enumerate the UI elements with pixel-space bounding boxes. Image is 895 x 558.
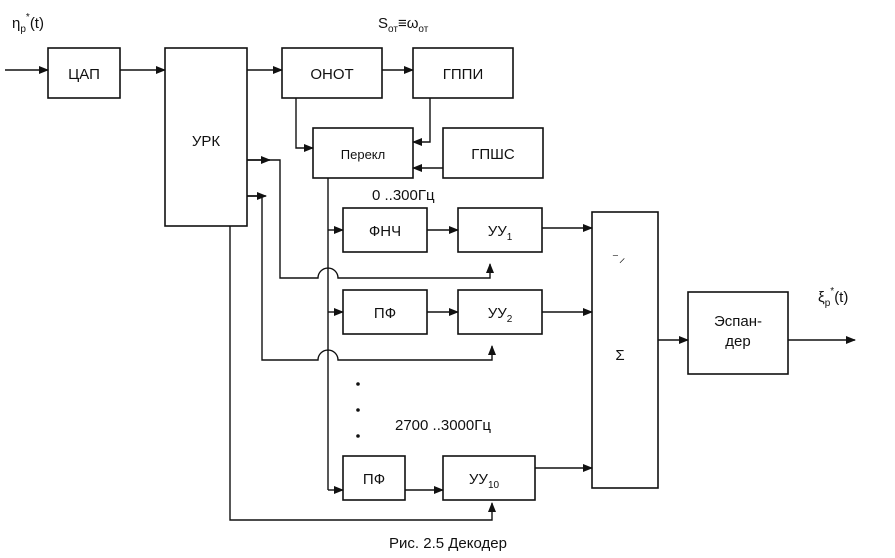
expander-block: Эспан- дер [687,291,789,375]
urk-to-amp2-control [247,195,496,361]
onot-block: ОНОТ [281,47,383,99]
bpf2-label: ПФ [374,305,396,322]
sum-symbol: Σ [615,347,624,364]
switch-label: Перекл [341,147,385,162]
sum-block: Σ ⁻⸝ [591,211,659,489]
amp1-block: УУ1 [457,207,543,253]
band-low-label: 0 ..300Гц [372,187,435,204]
band-high-label: 2700 ..3000Гц [395,417,491,434]
urk-label: УРК [192,133,221,150]
lpf-label: ФНЧ [369,223,401,240]
expander-label-line2: дер [725,333,750,350]
amp2-block: УУ2 [457,289,543,335]
expander-label-line1: Эспан- [714,313,762,330]
dac-block: ЦАП [47,47,121,99]
amp10-label: УУ10 [469,471,500,491]
amp1-label: УУ1 [488,223,513,243]
sum-mark: ⁻⸝ [612,250,625,265]
onot-to-switch-arrow [295,98,314,152]
dac-label: ЦАП [68,66,100,83]
gppi-to-switch-arrow [412,98,431,146]
amp10-block: УУ10 [442,455,536,501]
amp2-label: УУ2 [488,305,513,325]
onot-label: ОНОТ [310,66,353,83]
input-signal-label: ηр*(t) [12,12,44,35]
control-signal-label: Sот≡ωот [378,15,429,35]
output-signal-label: ξр*(t) [818,286,848,309]
urk-to-amp10-control [229,226,496,521]
gppi-block: ГППИ [412,47,514,99]
ellipsis-dot [356,434,360,438]
bpf2-block: ПФ [342,289,428,335]
switch-block: Перекл [312,127,414,179]
urk-to-amp1-control [247,159,494,279]
figure-caption: Рис. 2.5 Декодер [389,535,507,552]
ellipsis-dot [356,382,360,386]
ellipsis-dot [356,408,360,412]
gppi-label: ГППИ [443,66,483,83]
gpshs-label: ГПШС [471,146,515,163]
bpf10-label: ПФ [363,471,385,488]
urk-block: УРК [164,47,248,227]
gpshs-block: ГПШС [442,127,544,179]
bpf10-block: ПФ [342,455,406,501]
lpf-block: ФНЧ [342,207,428,253]
